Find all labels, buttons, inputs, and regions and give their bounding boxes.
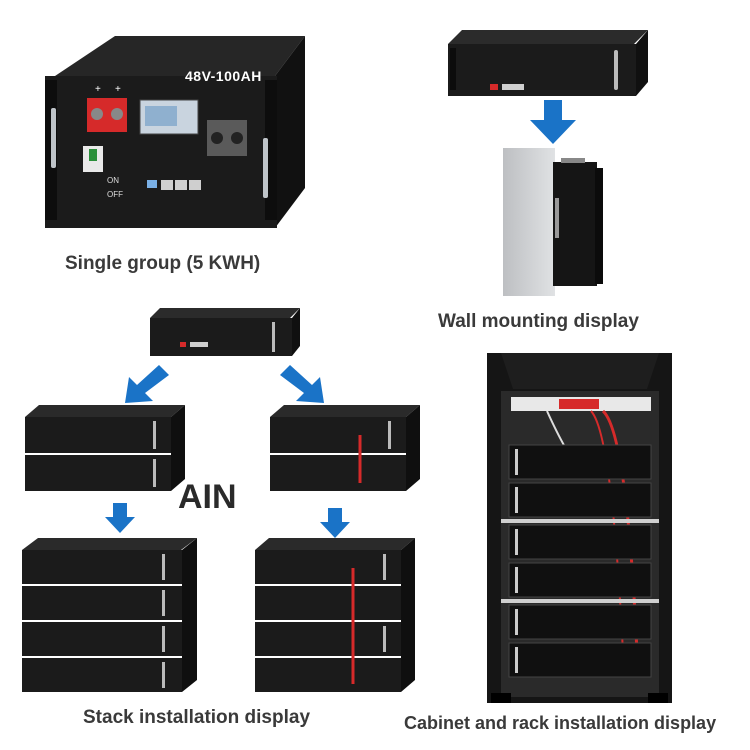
caption-stack-installation: Stack installation display bbox=[83, 707, 311, 728]
caption-wall-mounting: Wall mounting display bbox=[438, 311, 639, 332]
wall-arrow bbox=[530, 100, 576, 144]
switch-on-label: ON bbox=[107, 176, 119, 185]
watermark-text: AIN bbox=[178, 478, 237, 516]
stack-four-rack bbox=[255, 538, 415, 692]
plus-label-1: + bbox=[95, 84, 101, 95]
plus-label-2: + bbox=[115, 84, 121, 95]
cabinet-rack-drawing bbox=[487, 353, 672, 703]
stack-arrow-left bbox=[125, 365, 169, 403]
stack-two-rack bbox=[270, 405, 420, 491]
switch-off-label: OFF bbox=[107, 190, 123, 199]
caption-cabinet-rack: Cabinet and rack installation display bbox=[404, 713, 717, 733]
stack-arrow-down-left bbox=[105, 503, 135, 533]
stack-arrow-down-right bbox=[320, 508, 350, 538]
battery-model-label: 48V-100AH bbox=[185, 68, 262, 84]
single-battery-drawing bbox=[45, 36, 305, 228]
stack-arrow-right bbox=[280, 365, 324, 403]
stack-two-flat bbox=[25, 405, 185, 491]
single-battery-figure: 48V-100AH + + ON OFF bbox=[35, 28, 315, 243]
wall-mount-drawing bbox=[503, 148, 603, 296]
wall-top-battery bbox=[448, 30, 648, 96]
caption-single-group: Single group (5 KWH) bbox=[65, 253, 261, 274]
stack-four-flat bbox=[22, 538, 197, 692]
stack-top-battery bbox=[150, 308, 300, 356]
